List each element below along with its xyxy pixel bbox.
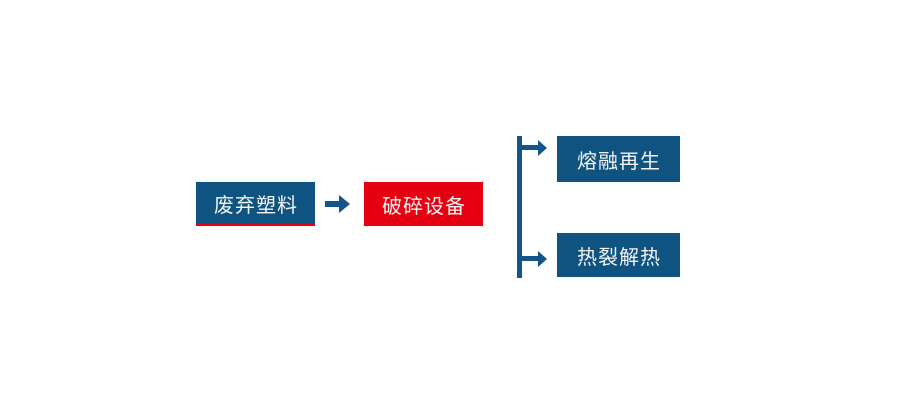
node-melt-regeneration: 熔融再生 — [557, 136, 680, 182]
node-melt-regeneration-label: 熔融再生 — [577, 148, 661, 173]
arrow-main-shaft — [325, 201, 340, 207]
arrow-bottom-head — [538, 251, 547, 267]
arrow-top-head — [538, 140, 547, 156]
arrow-bottom-shaft — [522, 256, 538, 261]
node-pyrolysis-heat: 热裂解热 — [557, 233, 680, 277]
arrow-main-head — [339, 195, 350, 213]
node-waste-plastic: 废弃塑料 — [196, 182, 315, 226]
node-waste-plastic-label: 废弃塑料 — [214, 192, 298, 217]
node-crushing-equipment-label: 破碎设备 — [382, 193, 466, 218]
node-crushing-equipment: 破碎设备 — [364, 182, 483, 226]
node-pyrolysis-heat-label: 热裂解热 — [577, 244, 661, 269]
arrow-top-shaft — [522, 145, 538, 150]
branch-vertical-line — [517, 136, 522, 278]
